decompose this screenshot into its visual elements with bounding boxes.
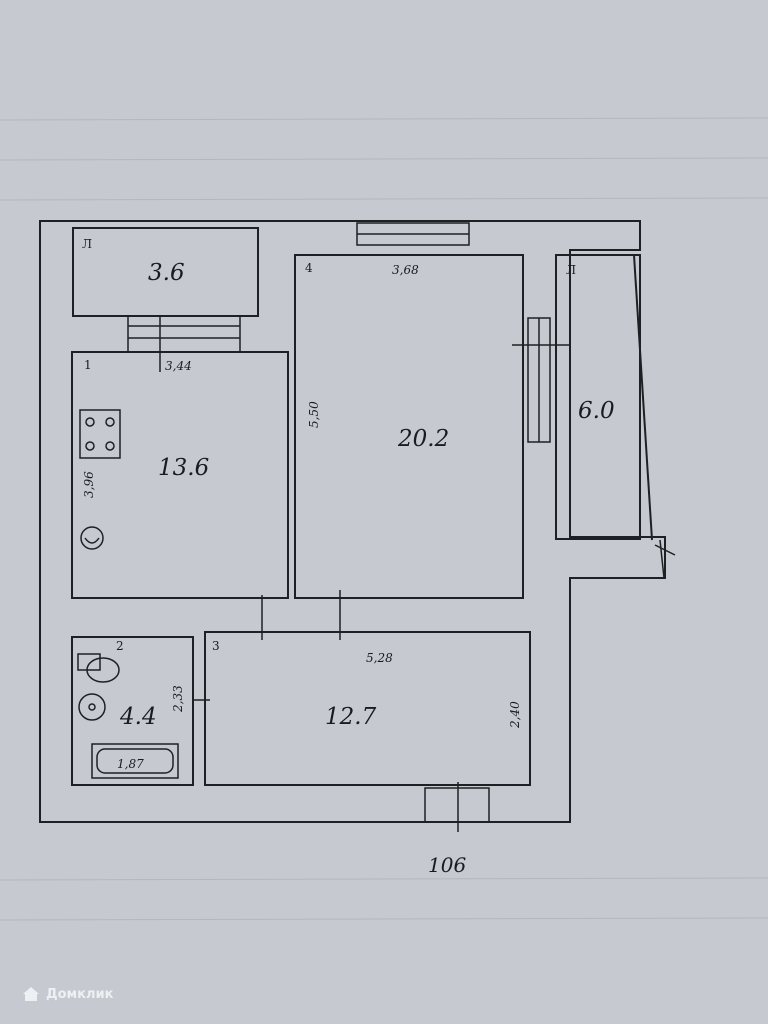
sheet-number: 106 — [428, 853, 466, 877]
windows — [127, 222, 551, 823]
washbasin-icon — [78, 693, 106, 721]
watermark: Домклик — [22, 986, 113, 1002]
kitchen-number: 1 — [84, 358, 92, 372]
bedroom-width-dim: 5,28 — [366, 651, 393, 665]
door-marks — [159, 316, 676, 832]
bedroom-number: 3 — [212, 639, 220, 653]
bathtub-dim: 1,87 — [117, 757, 144, 771]
kitchen-depth-dim: 3,96 — [82, 471, 96, 498]
bathroom-area: 4.4 — [119, 704, 157, 730]
living-room-outline — [294, 254, 524, 599]
loggia-2-number: Л — [566, 263, 576, 277]
bathtub-icon — [91, 743, 179, 779]
bathroom-depth-dim: 2,33 — [171, 685, 185, 713]
bedroom-area: 12.7 — [325, 704, 377, 730]
stove-icon — [79, 409, 121, 459]
bathroom-outline — [71, 636, 194, 786]
sink-icon — [80, 526, 104, 550]
outer-wall — [39, 220, 666, 823]
living-room-area: 20.2 — [397, 426, 449, 452]
living-room-width-dim: 3,68 — [392, 263, 419, 277]
bathroom-number: 2 — [116, 639, 124, 653]
house-icon — [23, 987, 39, 1001]
ruled-lines — [0, 117, 768, 921]
watermark-text: Домклик — [46, 986, 114, 1002]
loggia-1-number: Л — [82, 237, 92, 251]
kitchen-width-dim: 3,44 — [165, 359, 192, 373]
bedroom-depth-dim: 2,40 — [508, 701, 522, 729]
toilet-icon — [77, 653, 120, 683]
loggia-1-area: 3.6 — [148, 260, 185, 286]
loggia-2-area: 6.0 — [578, 398, 615, 424]
living-room-number: 4 — [305, 261, 313, 275]
kitchen-area: 13.6 — [158, 455, 209, 481]
bedroom-outline — [204, 631, 531, 786]
loggia-2-rail — [633, 254, 653, 541]
living-room-depth-dim: 5,50 — [307, 401, 321, 428]
loggia-2-outline — [555, 254, 641, 540]
